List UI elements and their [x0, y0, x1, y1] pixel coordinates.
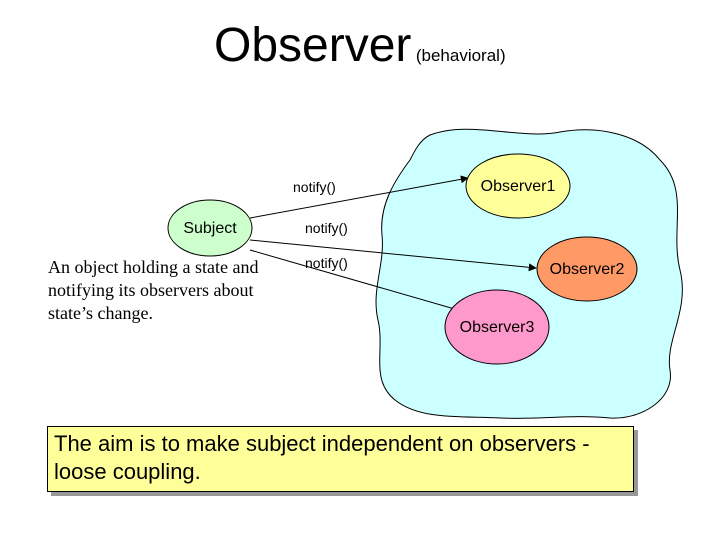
arrow-to-observer2 — [249, 239, 537, 272]
subject-label: Subject — [183, 220, 237, 237]
subject-description: An object holding a state and notifying … — [48, 257, 259, 323]
observer3-ellipse — [444, 289, 550, 365]
observer2-ellipse — [536, 236, 638, 302]
title-main: Observer — [214, 19, 412, 72]
notify-label-2: notify() — [305, 220, 348, 236]
notify-label-1: notify() — [293, 179, 336, 195]
observer2-label: Observer2 — [549, 261, 625, 278]
observer1-ellipse — [465, 153, 571, 219]
subject-ellipse — [167, 199, 253, 257]
title-subtitle: (behavioral) — [415, 46, 506, 65]
arrow-to-observer1 — [249, 175, 469, 219]
observer1-label: Observer1 — [480, 178, 556, 195]
aim-callout: The aim is to make subject independent o… — [47, 426, 634, 492]
arrow-to-observer3 — [249, 249, 466, 314]
slide-title: Observer (behavioral) — [214, 18, 506, 73]
observer3-label: Observer3 — [459, 319, 535, 336]
notify-label-3: notify() — [305, 255, 348, 271]
